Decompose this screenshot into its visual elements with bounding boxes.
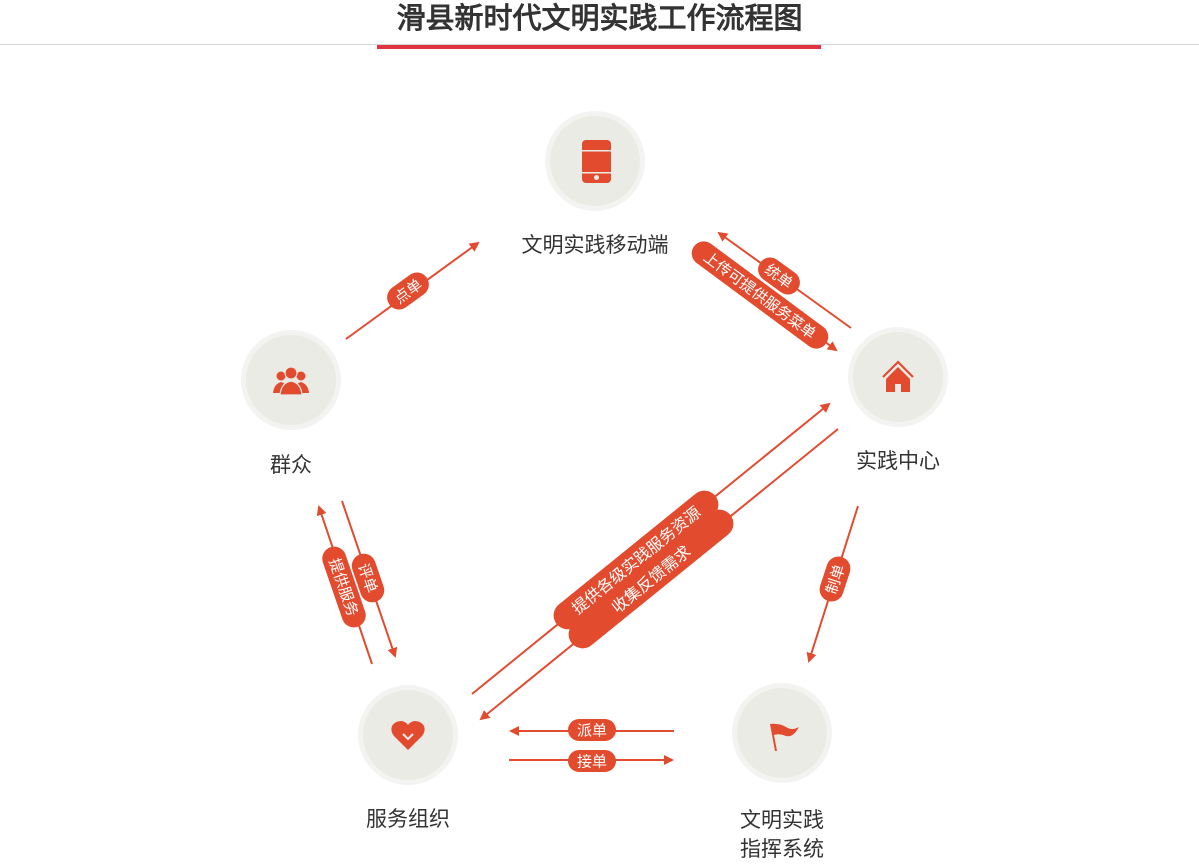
flag-icon — [770, 723, 799, 751]
node-label-command-line1: 文明实践 — [740, 808, 824, 832]
node-mobile[interactable] — [545, 111, 645, 211]
node-service[interactable] — [358, 685, 458, 785]
mobile-phone-icon — [582, 140, 611, 183]
edge-label-text: 接单 — [577, 753, 607, 771]
node-command[interactable] — [732, 683, 832, 783]
title-divider — [0, 44, 1199, 45]
edge-label-upload-menu: 上传可提供服务菜单 — [691, 241, 829, 349]
edge-label-dispatch: 派单 — [568, 719, 616, 741]
node-masses-bg — [246, 335, 336, 425]
heart-icon — [391, 721, 425, 750]
node-center[interactable] — [848, 327, 948, 427]
node-label-mobile: 文明实践移动端 — [521, 233, 669, 257]
page-title: 滑县新时代文明实践工作流程图 — [396, 1, 803, 35]
edge-label-text: 评单 — [354, 561, 381, 595]
title-underline — [377, 45, 821, 49]
node-label-command: 文明实践 指挥系统 — [712, 806, 852, 864]
node-masses[interactable] — [241, 330, 341, 430]
edge-label-text: 派单 — [577, 722, 607, 740]
title-bar: 滑县新时代文明实践工作流程图 — [0, 0, 1199, 50]
node-label-service: 服务组织 — [366, 807, 450, 831]
edge-label-collect-feedback: 收集反馈需求 — [568, 509, 734, 649]
edge-label-provide-resources: 提供各级实践服务资源 — [553, 490, 719, 630]
people-group-icon — [273, 366, 309, 396]
node-label-masses: 群众 — [270, 453, 312, 477]
edge-label-accept: 接单 — [568, 750, 616, 772]
node-label-center: 实践中心 — [856, 449, 940, 473]
edge-label-create: 制单 — [819, 556, 851, 602]
node-label-command-line2: 指挥系统 — [740, 837, 824, 861]
house-icon — [882, 360, 914, 392]
